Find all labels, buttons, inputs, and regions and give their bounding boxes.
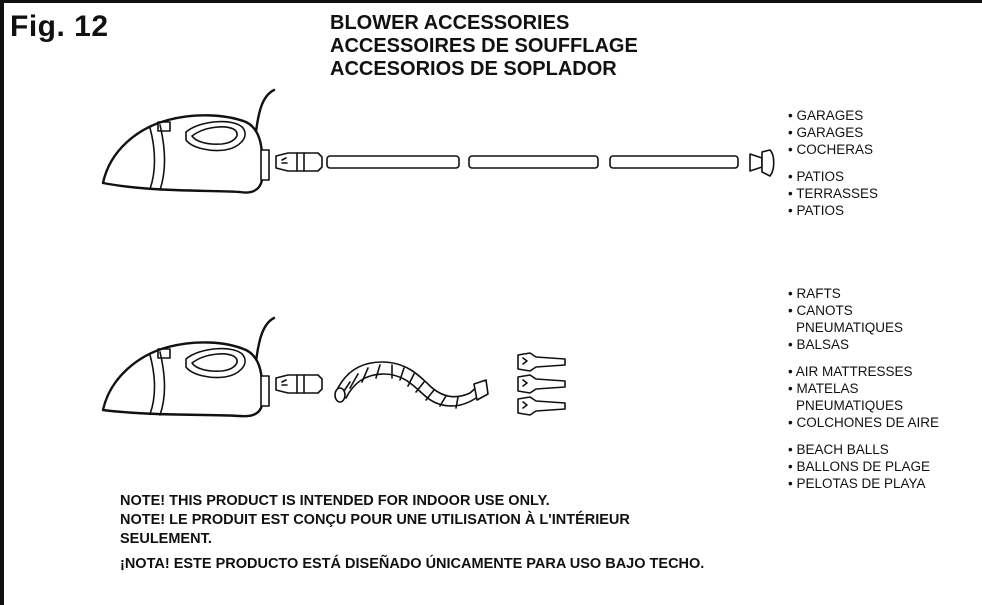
list-item: • PELOTAS DE PLAYA <box>788 476 926 491</box>
list-item: • BEACH BALLS <box>788 442 889 457</box>
list-item: • CANOTS <box>788 303 853 318</box>
adapter-top-icon <box>275 152 323 172</box>
list-item: • TERRASSES <box>788 186 879 201</box>
list-item: • COLCHONES DE AIRE <box>788 415 940 430</box>
note-english: NOTE! THIS PRODUCT IS INTENDED FOR INDOO… <box>120 493 550 509</box>
list-item: • BALLONS DE PLAGE <box>788 459 931 474</box>
usage-notes: NOTE! THIS PRODUCT IS INTENDED FOR INDOO… <box>120 492 704 574</box>
wand-3-icon <box>609 155 739 169</box>
title-spanish: ACCESORIOS DE SOPLADOR <box>330 58 617 80</box>
title-english: BLOWER ACCESSORIES <box>330 12 570 34</box>
list-item: • BALSAS <box>788 337 850 352</box>
list-item: • PATIOS <box>788 169 844 184</box>
note-french-line2: SEULEMENT. <box>120 531 212 547</box>
flat-nozzle-top-icon <box>749 149 775 177</box>
note-spanish: ¡NOTA! ESTE PRODUCTO ESTÁ DISEÑADO ÚNICA… <box>120 556 705 572</box>
page-border-left <box>0 0 4 605</box>
uses-list-bottom: • RAFTS • CANOTS PNEUMATIQUES • BALSAS •… <box>788 285 939 492</box>
adapter-bottom-icon <box>275 374 323 394</box>
list-item-continuation: PNEUMATIQUES <box>796 320 904 335</box>
list-item: • AIR MATTRESSES <box>788 364 913 379</box>
note-french-line1: NOTE! LE PRODUIT EST CONÇU POUR UNE UTIL… <box>120 512 630 528</box>
list-item: • MATELAS <box>788 381 859 396</box>
wand-1-icon <box>326 155 460 169</box>
list-item: • COCHERAS <box>788 142 873 157</box>
list-item: • GARAGES <box>788 125 864 140</box>
blower-top-icon <box>101 88 276 194</box>
inflation-nozzles-icon <box>517 352 566 416</box>
list-item: • GARAGES <box>788 108 864 123</box>
flexible-hose-icon <box>334 361 489 409</box>
page-border-top <box>0 0 982 3</box>
list-item-continuation: PNEUMATIQUES <box>796 398 904 413</box>
blower-bottom-icon <box>101 316 276 418</box>
list-item: • RAFTS <box>788 286 841 301</box>
list-item: • PATIOS <box>788 203 844 218</box>
title-french: ACCESSOIRES DE SOUFFLAGE <box>330 35 638 57</box>
figure-label: Fig. 12 <box>10 10 109 43</box>
uses-list-top: • GARAGES • GARAGES • COCHERAS • PATIOS … <box>788 107 878 219</box>
page-title: BLOWER ACCESSORIES ACCESSOIRES DE SOUFFL… <box>330 12 638 81</box>
wand-2-icon <box>468 155 599 169</box>
